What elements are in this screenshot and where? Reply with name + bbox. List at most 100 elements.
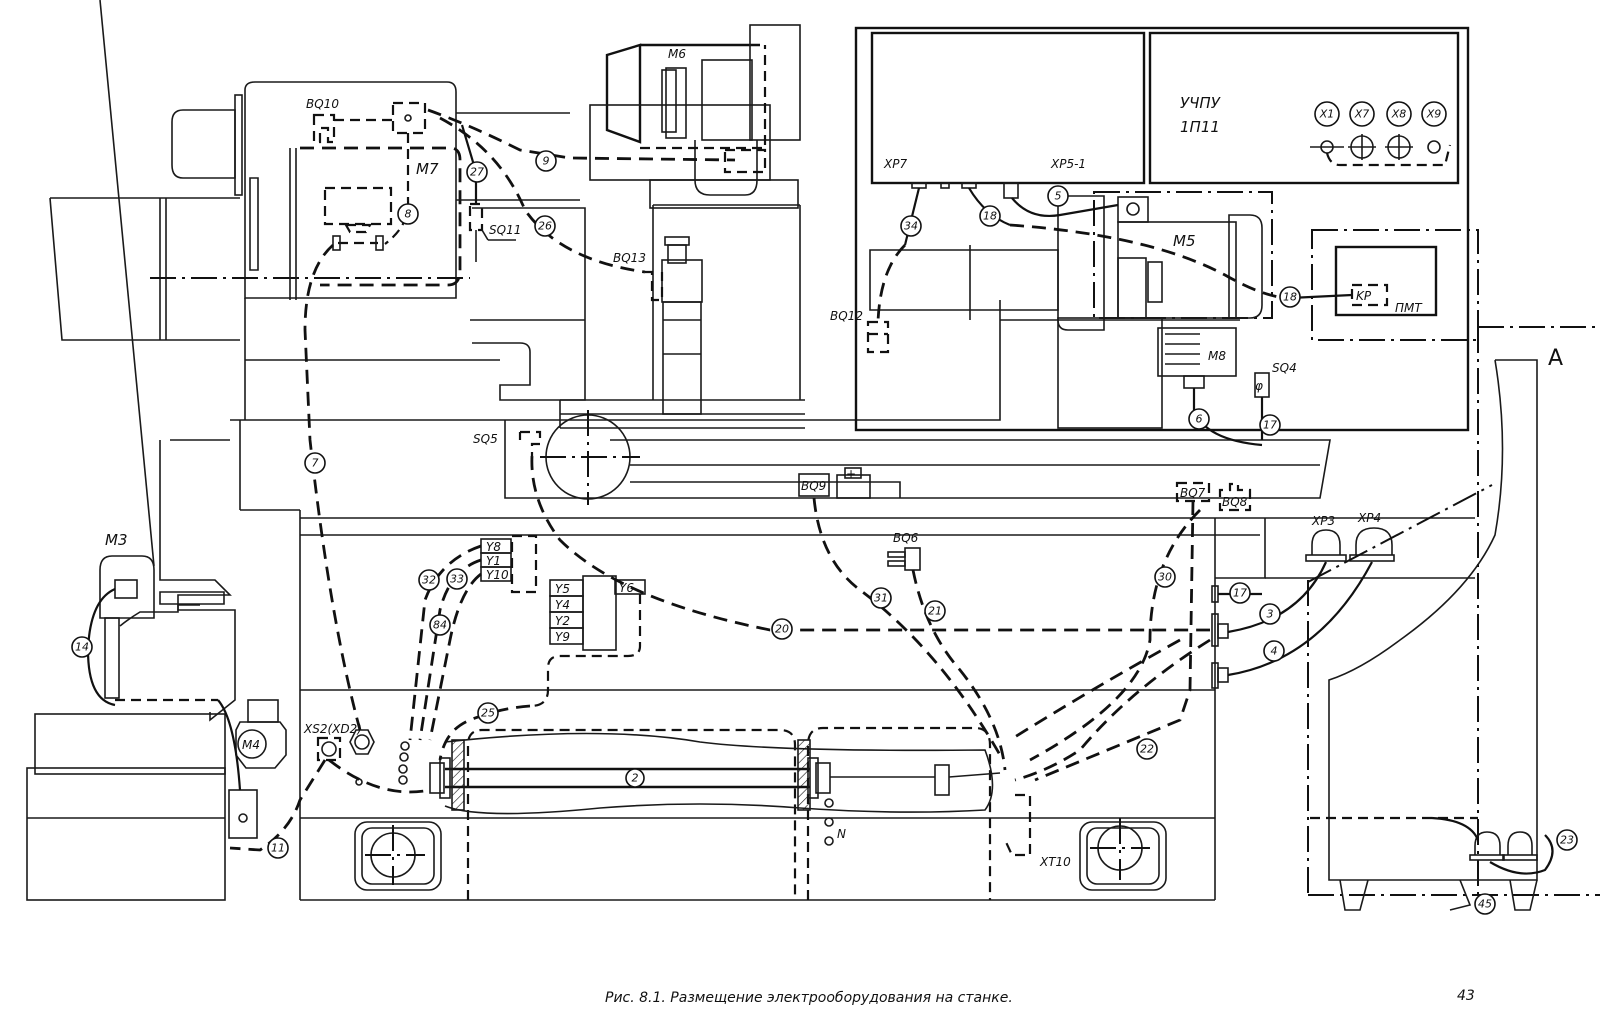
- kp-label: KP: [1356, 289, 1372, 303]
- motor-m5: M5: [869, 191, 1273, 331]
- cable-marker-5: 5: [1047, 185, 1069, 207]
- cable-marker-45: 45: [1474, 893, 1496, 915]
- svg-text:21: 21: [928, 605, 942, 618]
- cable-7: [303, 243, 362, 731]
- svg-text:45: 45: [1478, 898, 1492, 911]
- motor-m3: M3: [99, 0, 225, 699]
- valve-y1: Y1: [486, 554, 501, 568]
- sq11-label: SQ11: [489, 223, 521, 237]
- bq13-label: BQ13: [613, 251, 646, 265]
- cable-2-label: 2: [632, 772, 639, 785]
- cable-marker-31: 31: [870, 587, 892, 609]
- cable-marker-32: 32: [418, 569, 440, 591]
- sensor-bq10: BQ10: [306, 97, 393, 144]
- svg-text:23: 23: [1560, 834, 1574, 847]
- svg-text:31: 31: [874, 592, 888, 605]
- cable-34b: [876, 244, 906, 323]
- connector-x9: X9: [1421, 101, 1447, 154]
- cable-25: [438, 704, 531, 761]
- cable-marker-11: 11: [267, 837, 289, 859]
- cnc-model: 1П11: [1180, 118, 1220, 136]
- bed-wall-connectors: [1211, 585, 1229, 689]
- svg-text:X9: X9: [1426, 108, 1442, 121]
- connector-xp3: XP3: [1305, 514, 1347, 562]
- motor-m7: M7: [323, 101, 439, 251]
- coolant-tank: [26, 698, 226, 901]
- m4-label: M4: [242, 738, 260, 752]
- cable-marker-3: 3: [1259, 603, 1281, 625]
- svg-text:4: 4: [1271, 645, 1278, 658]
- bq9-label: BQ9: [801, 479, 826, 493]
- cable-marker-21: 21: [924, 600, 946, 622]
- svg-text:7: 7: [312, 457, 319, 470]
- cable-marker-23: 23: [1556, 829, 1578, 851]
- svg-text:5: 5: [1055, 190, 1062, 203]
- terminal-xt10: XT10: [1004, 793, 1071, 869]
- cable-45: [1431, 816, 1480, 841]
- valve-y8: Y8: [486, 540, 501, 554]
- valve-y5: Y5: [555, 582, 570, 596]
- svg-text:27: 27: [470, 166, 484, 179]
- sensor-bq6: BQ6: [887, 531, 921, 571]
- svg-text:X7: X7: [1354, 108, 1370, 121]
- cable-bq7: [1034, 500, 1195, 782]
- cable-marker-20: 20: [771, 618, 793, 640]
- svg-text:32: 32: [422, 574, 436, 587]
- svg-text:+: +: [846, 467, 856, 481]
- cable-3: [1227, 561, 1328, 634]
- motor-m8: M8: [1057, 317, 1237, 429]
- bed-pockets: [354, 726, 1167, 900]
- m5-label: M5: [1173, 232, 1196, 250]
- xs2-label: XS2(XD2): [303, 722, 362, 736]
- svg-text:11: 11: [271, 842, 285, 855]
- n-label: N: [837, 827, 846, 841]
- valve-y2: Y2: [555, 614, 570, 628]
- cable-marker-14: 14: [71, 636, 93, 658]
- connector-x7: X7: [1348, 101, 1376, 160]
- bed: [159, 420, 1475, 901]
- svg-text:17: 17: [1233, 587, 1247, 600]
- valve-y4: Y4: [555, 598, 570, 612]
- cable-26: [439, 116, 646, 274]
- cable-marker-18a: 18: [979, 205, 1001, 227]
- svg-text:33: 33: [450, 573, 464, 586]
- svg-text:17: 17: [1263, 419, 1277, 432]
- cable-markers: 9 27 8 26 7 34 18 5 18 6 17 20 31 21 30 …: [71, 150, 1578, 915]
- cable-marker-18b: 18: [1279, 286, 1301, 308]
- bq7-label: BQ7: [1180, 486, 1206, 500]
- pmt-unit: KP ПМТ: [1311, 229, 1479, 341]
- cnc-connectors: X1 X7 X8 X9: [1310, 101, 1452, 167]
- xp3-label: XP3: [1311, 514, 1335, 528]
- cable-marker-4: 4: [1263, 640, 1285, 662]
- sq4-label: SQ4: [1272, 361, 1297, 375]
- cable-marker-84: 84: [429, 614, 451, 636]
- sensor-bq7: BQ7: [1175, 481, 1211, 503]
- cable-marker-6: 6: [1188, 408, 1210, 430]
- cable-marker-26: 26: [534, 215, 556, 237]
- junction-points: [398, 741, 410, 785]
- cable-5: [1011, 197, 1119, 217]
- sensor-bq8: BQ8: [1218, 482, 1252, 512]
- svg-text:X1: X1: [1319, 108, 1335, 121]
- cable-xs2-loop: [328, 758, 431, 794]
- cable-32: [408, 544, 482, 741]
- cables: [86, 108, 1480, 852]
- cable-m4: [217, 699, 242, 791]
- valve-y9: Y9: [555, 630, 570, 644]
- sensor-bq13: BQ13: [613, 236, 703, 415]
- valve-y10: Y10: [486, 568, 509, 582]
- cable-marker-9: 9: [535, 150, 557, 172]
- connector-xs2: XS2(XD2): [303, 722, 375, 786]
- cable-marker-8: 8: [397, 203, 419, 225]
- svg-text:14: 14: [75, 641, 89, 654]
- cable-marker-17b: 17: [1229, 582, 1251, 604]
- svg-text:22: 22: [1140, 743, 1154, 756]
- connector-x1: X1: [1310, 101, 1344, 154]
- svg-text:8: 8: [405, 208, 412, 221]
- cable-20: [530, 455, 1210, 632]
- svg-text:25: 25: [481, 707, 495, 720]
- svg-text:18: 18: [1283, 291, 1297, 304]
- cable-18b: [1009, 223, 1286, 300]
- xp5-1-label: XP5-1: [1050, 157, 1086, 171]
- svg-text:30: 30: [1158, 571, 1172, 584]
